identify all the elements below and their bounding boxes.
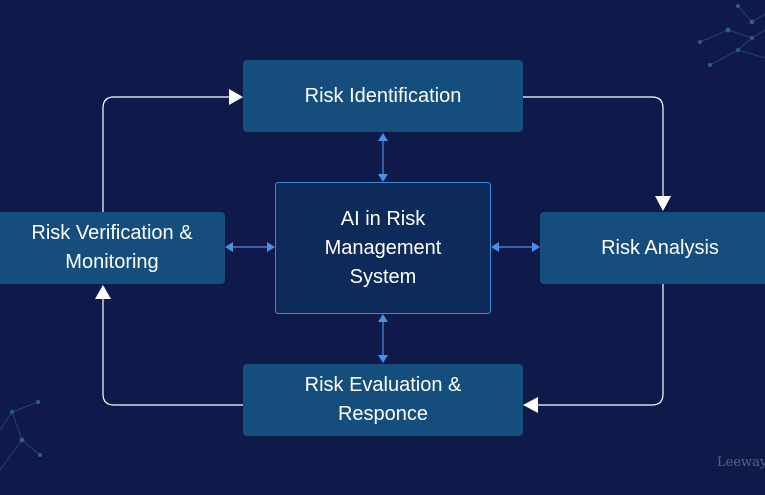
arrowhead-to-evaluation: [523, 397, 538, 413]
connector-verification-to-identification: [102, 96, 229, 212]
risk-verification-label: Risk Verification & Monitoring: [31, 222, 193, 273]
ai-risk-management-box: AI in Risk Management System: [275, 182, 491, 314]
risk-analysis-label: Risk Analysis: [601, 236, 719, 259]
risk-verification-box: Risk Verification & Monitoring: [0, 212, 225, 284]
watermark: Leeway: [717, 455, 765, 470]
risk-evaluation-label: Risk Evaluation & Responce: [304, 374, 462, 425]
connector-analysis-to-evaluation: [538, 284, 664, 406]
ai-risk-management-label: AI in Risk Management System: [324, 207, 442, 288]
risk-identification-box: Risk Identification: [243, 60, 523, 132]
risk-evaluation-box: Risk Evaluation & Responce: [243, 364, 523, 436]
connector-evaluation-to-verification: [102, 299, 243, 406]
risk-identification-label: Risk Identification: [304, 84, 462, 107]
risk-analysis-box: Risk Analysis: [540, 212, 765, 284]
arrowhead-to-verification: [95, 285, 111, 299]
arrowhead-to-identification: [229, 89, 243, 105]
arrowhead-to-analysis: [655, 196, 671, 211]
connector-identification-to-analysis: [523, 96, 664, 196]
